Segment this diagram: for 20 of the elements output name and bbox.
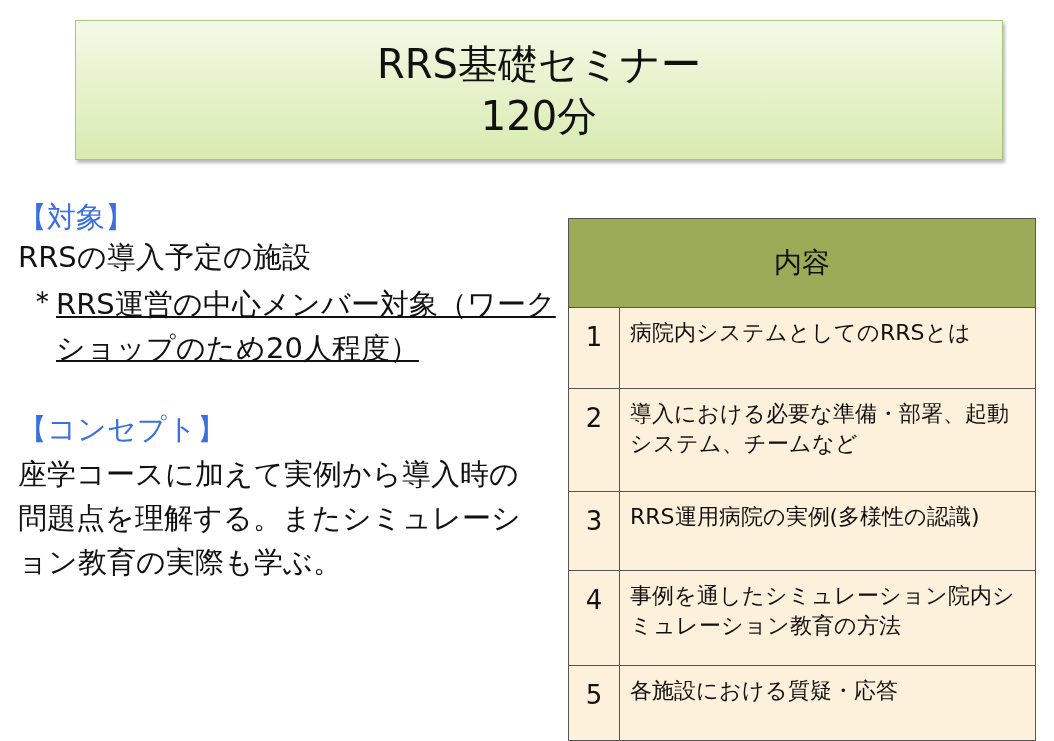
asterisk-mark: ＊ — [28, 283, 57, 320]
duration-text: 120分 — [480, 92, 598, 141]
row-number: 3 — [568, 491, 620, 571]
table-cell: 病院内システムとしてのRRSとは — [619, 307, 1036, 389]
table-cell: 導入における必要な準備・部署、起動システム、チームなど — [619, 388, 1036, 492]
table-cell: RRS運用病院の実例(多様性の認識) — [619, 491, 1036, 571]
row-number: 2 — [568, 388, 620, 492]
note-text: RRS運営の中心メンバー対象（ワークショップのため20人程度） — [56, 286, 556, 367]
title-text: RRS基礎セミナー — [377, 40, 701, 89]
row-number: 5 — [568, 665, 620, 741]
section-heading: 【対象】 — [18, 199, 134, 236]
row-number: 1 — [568, 307, 620, 389]
target-text: RRSの導入予定の施設 — [18, 239, 311, 276]
title-banner — [75, 20, 1003, 160]
concept-paragraph: 座学コースに加えて実例から導入時の問題点を理解する。またシミュレーション教育の実際も学ぶ。 — [18, 456, 522, 581]
section-heading: 【コンセプト】 — [18, 411, 226, 448]
table-header-cell: 内容 — [568, 218, 1036, 308]
table-cell: 各施設における質疑・応答 — [619, 665, 1036, 741]
row-number: 4 — [568, 570, 620, 666]
table-cell: 事例を通したシミュレーション院内シミュレーション教育の方法 — [619, 570, 1036, 666]
